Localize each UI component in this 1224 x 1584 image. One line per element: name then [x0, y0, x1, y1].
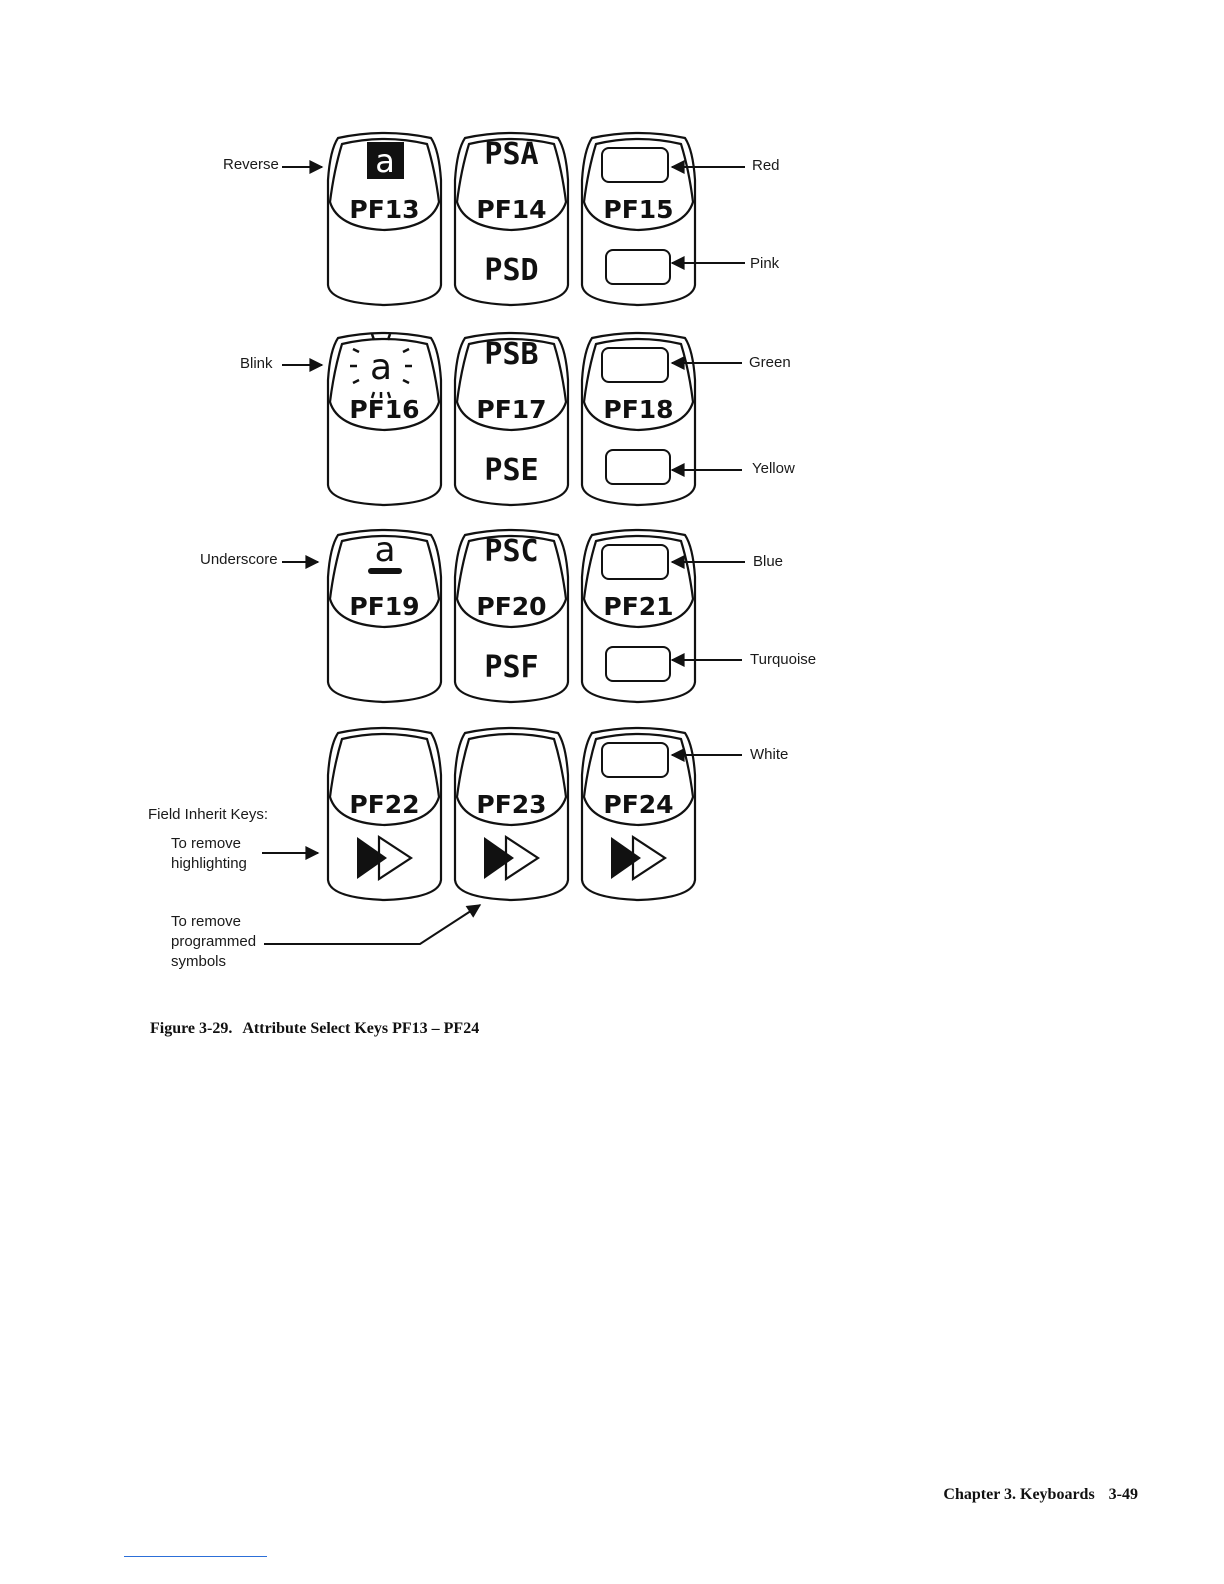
- color-window-icon: [605, 646, 671, 682]
- key-label: PF16: [349, 395, 419, 424]
- key-label: PF18: [603, 395, 673, 424]
- label-white: White: [750, 746, 789, 763]
- keycap-pf23[interactable]: PF23: [453, 726, 570, 902]
- reverse-glyph: a: [375, 142, 395, 180]
- label-blue: Blue: [753, 553, 784, 570]
- key-label: PF24: [603, 790, 673, 819]
- keycap-pf15[interactable]: PF15: [580, 131, 697, 307]
- blink-icon: [350, 333, 412, 399]
- figure-number: Figure 3-29.: [150, 1020, 233, 1037]
- underscore-glyph: a: [375, 530, 396, 570]
- label-green: Green: [749, 354, 791, 371]
- key-bottom-legend: PSD: [484, 253, 538, 288]
- field-inherit-icon: [484, 834, 541, 882]
- key-top-legend: PSB: [484, 337, 538, 372]
- keycap-pf13[interactable]: PF13 a: [326, 131, 443, 307]
- page-footer: Chapter 3. Keyboards 3-49: [943, 1486, 1138, 1504]
- label-turquoise: Turquoise: [750, 651, 817, 668]
- color-window-icon: [601, 147, 669, 183]
- keycap-pf20[interactable]: PF20 PSC PSF: [453, 528, 570, 704]
- key-label: PF22: [349, 790, 419, 819]
- keycap-pf21[interactable]: PF21: [580, 528, 697, 704]
- key-label: PF23: [476, 790, 546, 819]
- footer-rule: [124, 1556, 267, 1557]
- keycap-pf17[interactable]: PF17 PSB PSE: [453, 331, 570, 507]
- keycap-pf19[interactable]: PF19 a: [326, 528, 443, 704]
- keycap-pf16[interactable]: PF16 a: [326, 331, 443, 507]
- figure-title: Attribute Select Keys PF13 – PF24: [242, 1020, 480, 1037]
- attribute-keys-diagram: PF13aPF14PSAPSDPF15PF16aPF17PSBPSEPF18PF…: [262, 131, 745, 945]
- key-bottom-legend: PSE: [484, 453, 538, 488]
- key-label: PF15: [603, 195, 673, 224]
- keycap-pf22[interactable]: PF22: [326, 726, 443, 902]
- arrow-remove-programmed: [264, 904, 482, 945]
- label-remove-highlighting: To remove highlighting: [171, 835, 247, 872]
- label-underscore: Underscore: [200, 551, 278, 568]
- key-label: PF21: [603, 592, 673, 621]
- keycap-pf24[interactable]: PF24: [580, 726, 697, 902]
- color-window-icon: [601, 544, 669, 580]
- label-yellow: Yellow: [752, 460, 795, 477]
- figure-caption: Figure 3-29. Attribute Select Keys PF13 –…: [150, 1020, 489, 1038]
- field-inherit-heading: Field Inherit Keys:: [148, 806, 269, 823]
- key-label: PF13: [349, 195, 419, 224]
- reverse-icon: [367, 142, 404, 179]
- keycap-pf18[interactable]: PF18: [580, 331, 697, 507]
- underscore-icon: [368, 568, 402, 574]
- color-window-icon: [601, 742, 669, 778]
- label-reverse: Reverse: [223, 156, 279, 173]
- key-top-legend: PSC: [484, 534, 538, 569]
- label-red: Red: [752, 157, 780, 174]
- color-window-icon: [605, 449, 671, 485]
- label-remove-programmed: To remove programmed symbols: [171, 913, 257, 970]
- label-blink: Blink: [240, 355, 273, 372]
- field-inherit-icon: [357, 834, 414, 882]
- key-label: PF19: [349, 592, 419, 621]
- color-window-icon: [605, 249, 671, 285]
- key-top-legend: PSA: [484, 137, 538, 172]
- keycap-pf14[interactable]: PF14 PSA PSD: [453, 131, 570, 307]
- key-label: PF20: [476, 592, 546, 621]
- key-label: PF17: [476, 395, 546, 424]
- label-pink: Pink: [750, 255, 780, 272]
- blink-glyph: a: [370, 347, 392, 388]
- key-label: PF14: [476, 195, 546, 224]
- page-number: 3-49: [1108, 1486, 1138, 1503]
- color-window-icon: [601, 347, 669, 383]
- chapter-title: Chapter 3. Keyboards: [943, 1486, 1095, 1503]
- key-bottom-legend: PSF: [484, 650, 538, 685]
- field-inherit-icon: [611, 834, 668, 882]
